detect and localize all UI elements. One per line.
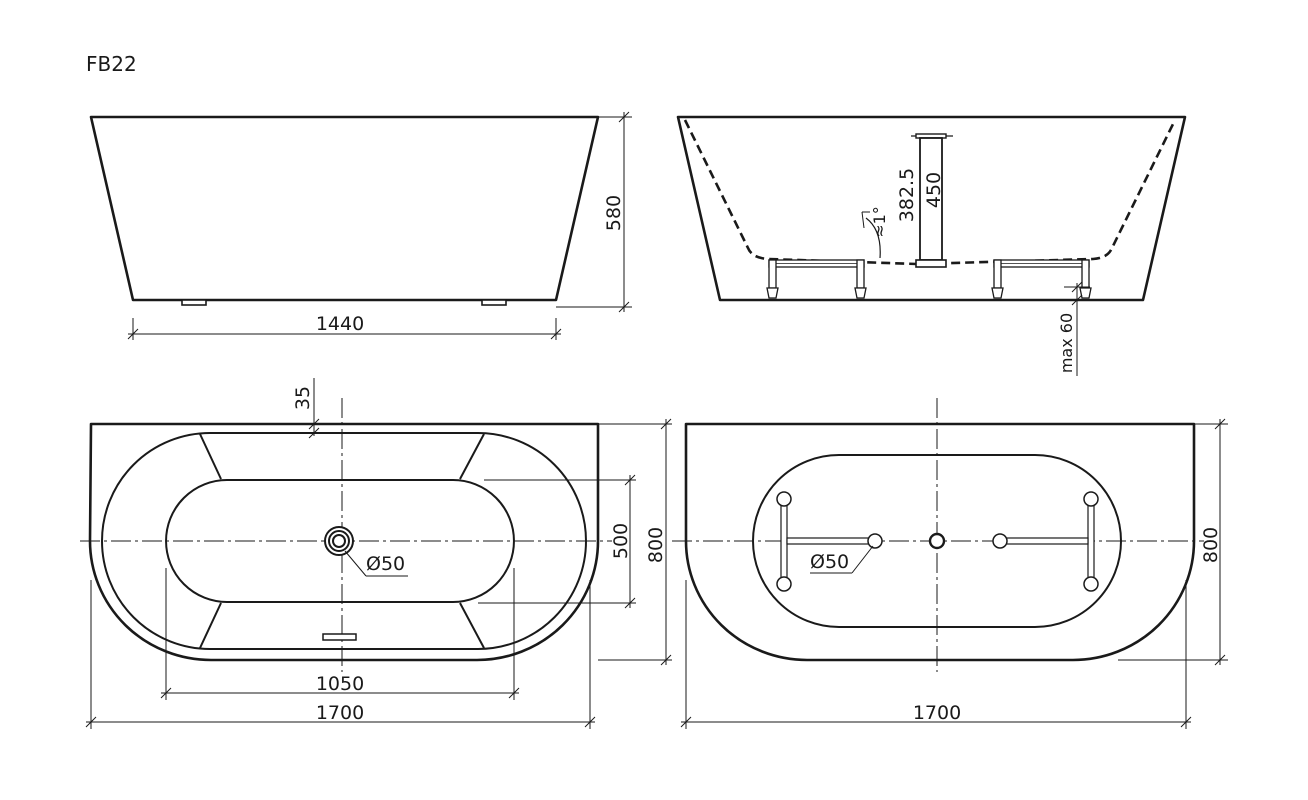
end-view: ≈1° 382.5 450 max 60 [676,115,1187,376]
top-view-outer-rim [88,422,600,662]
side-view-height-label: 580 [603,195,625,231]
side-view-width-label: 1440 [316,313,364,335]
top-view-basin-floor [165,479,515,603]
bottom-view-outer-outline [684,422,1196,662]
top-view-drain-label: Ø50 [366,553,405,575]
end-view-slope-label: ≈1° [870,206,889,238]
side-view: 580 1440 [89,111,632,340]
end-view-drain-overflow [911,133,953,268]
end-view-overflow-height-label: 382.5 [896,168,918,222]
top-view-inner-width-label: 500 [610,523,632,559]
top-view-drain-leader [344,550,367,577]
top-view: Ø50 35 500 800 1050 1700 [80,378,672,729]
top-view-length-label: 1700 [316,702,364,724]
end-view-leg-frame-right [991,259,1092,299]
bottom-view: Ø50 800 1700 [672,398,1228,729]
bottom-view-drain-leader [851,545,874,574]
end-view-leg-frame-left [766,259,867,299]
bottom-view-leg-frame-right [992,491,1099,592]
bottom-view-length-label: 1700 [913,702,961,724]
bottom-view-drain [928,532,946,550]
end-view-tub-outline [676,115,1187,302]
end-view-slope-arc [865,217,881,259]
model-label: FB22 [86,52,137,76]
side-view-foot-right [481,299,507,306]
bottom-view-drain-label: Ø50 [810,551,849,573]
side-view-tub-outline [89,115,600,302]
side-view-foot-left [181,299,207,306]
top-view-overflow [322,633,357,641]
top-view-inner-length-label: 1050 [316,673,364,695]
end-view-depth-label: 450 [923,172,945,208]
top-view-width-label: 800 [645,527,667,563]
top-view-offset-label: 35 [292,386,314,410]
bottom-view-width-label: 800 [1200,527,1222,563]
end-view-leg-adjust-label: max 60 [1057,313,1076,373]
top-view-drain [324,526,354,556]
bottom-view-leg-frame-left [776,491,883,592]
bottom-view-base-outline [752,454,1122,628]
